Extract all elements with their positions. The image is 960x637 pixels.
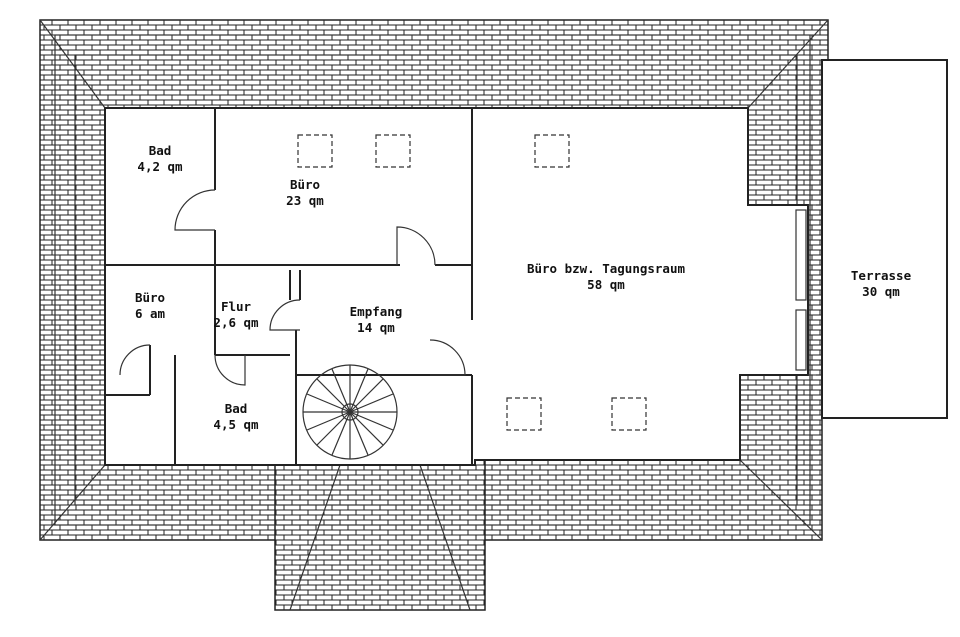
room-name: Empfang — [350, 304, 403, 319]
room-name: Bad — [225, 401, 248, 416]
room-name: Büro — [290, 177, 320, 192]
room-area: 14 qm — [357, 320, 395, 335]
room-name: Büro — [135, 290, 165, 305]
interior-walls — [105, 108, 473, 465]
room-area: 2,6 qm — [213, 315, 259, 330]
room-area: 6 am — [135, 306, 166, 321]
room-bad-bottom: Bad 4,5 qm — [213, 401, 259, 432]
door-swings — [119, 189, 466, 386]
room-buero-6: Büro 6 am — [135, 290, 166, 321]
terrace-outline — [821, 59, 948, 419]
room-terrasse: Terrasse 30 qm — [851, 268, 912, 299]
room-area: 23 qm — [286, 193, 324, 208]
room-flur: Flur 2,6 qm — [213, 299, 259, 330]
room-empfang: Empfang 14 qm — [350, 304, 403, 335]
room-name: Terrasse — [851, 268, 912, 283]
spiral-staircase — [302, 364, 398, 460]
room-name: Bad — [149, 143, 172, 158]
room-name: Flur — [221, 299, 252, 314]
skylights — [297, 134, 647, 431]
room-buero-23: Büro 23 qm — [286, 177, 324, 208]
room-name: Büro bzw. Tagungsraum — [527, 261, 686, 276]
room-buero-tagungsraum: Büro bzw. Tagungsraum 58 qm — [527, 261, 686, 292]
windows — [795, 209, 807, 371]
room-area: 4,5 qm — [213, 417, 259, 432]
entrance-bump — [274, 459, 486, 611]
room-bad-top: Bad 4,2 qm — [137, 143, 183, 174]
room-area: 58 qm — [587, 277, 625, 292]
room-area: 4,2 qm — [137, 159, 183, 174]
room-area: 30 qm — [862, 284, 900, 299]
interior-floor — [104, 107, 809, 466]
room-labels: Bad 4,2 qm Büro 23 qm Büro bzw. Tagungsr… — [135, 143, 912, 432]
